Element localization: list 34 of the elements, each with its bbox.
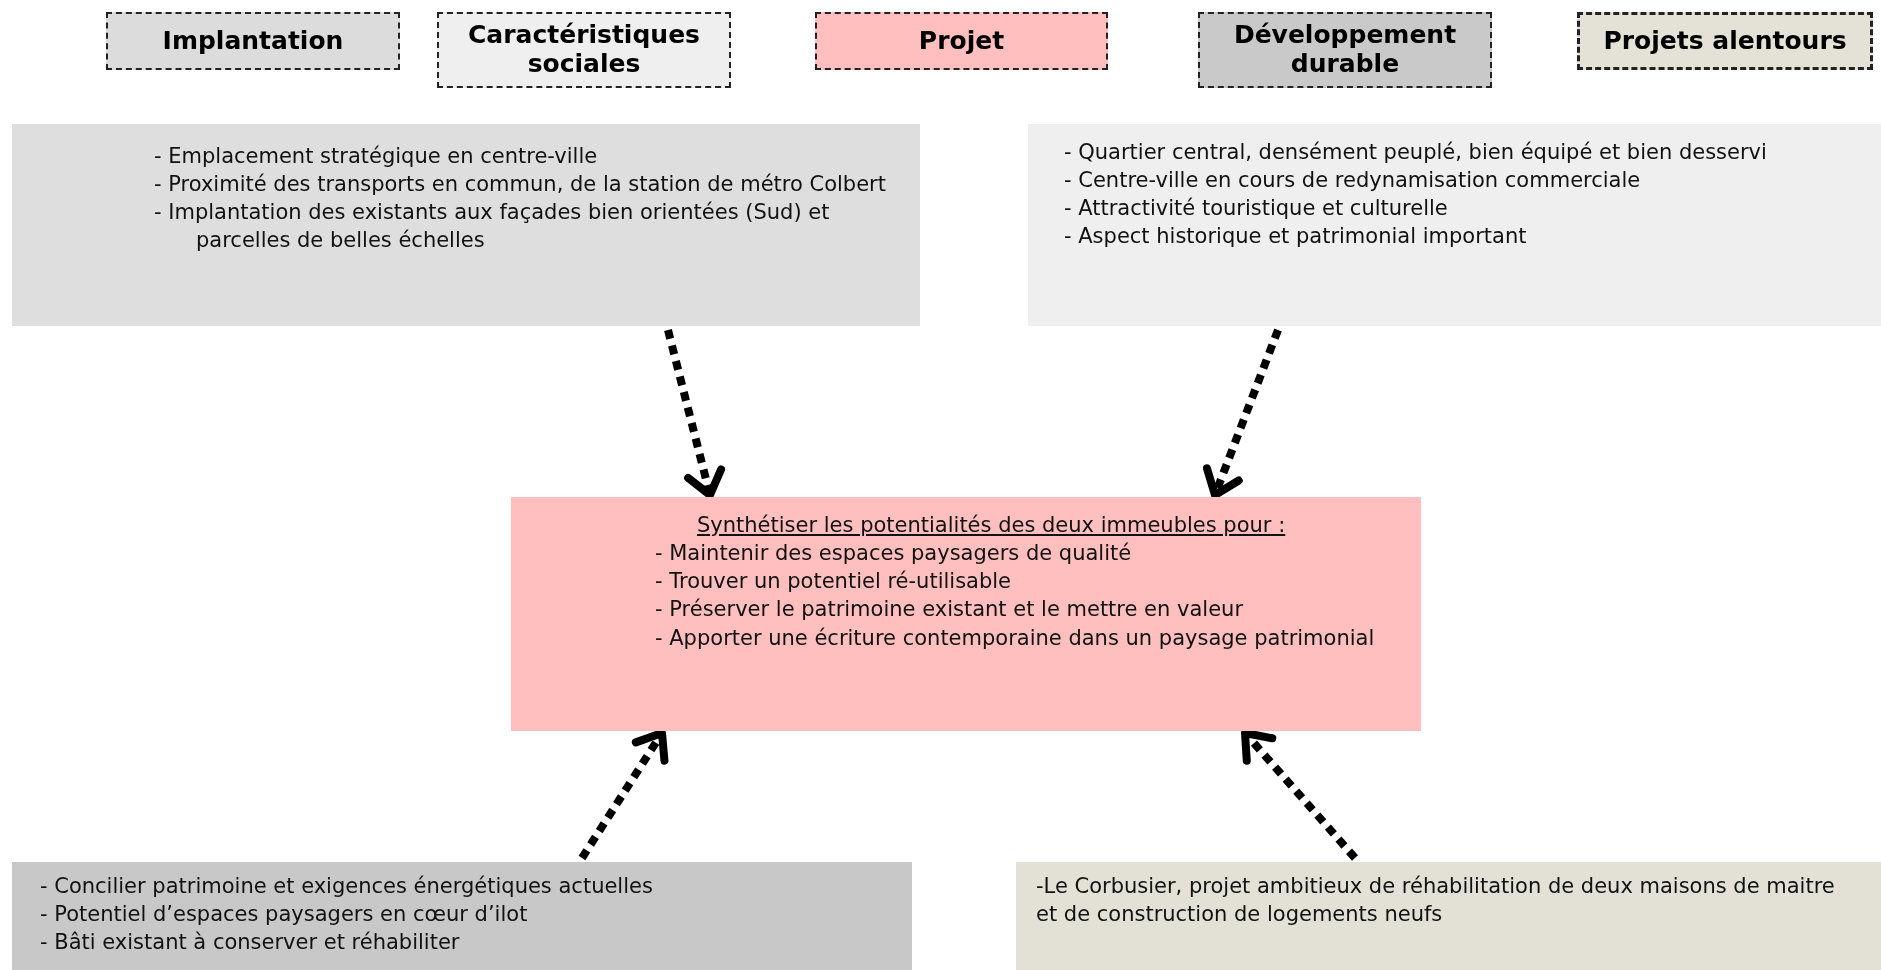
header-tab xyxy=(437,12,731,88)
list-item: - Apporter une écriture contemporaine dans un paysage patrimonial xyxy=(654,624,1376,652)
header-tab xyxy=(1198,12,1492,88)
list-item: - Implantation des existants aux façades bien orientées (Sud) et parcelles de belles échelles xyxy=(153,199,831,255)
text-panel xyxy=(511,497,1421,731)
list-item: - Potentiel d’espaces paysagers en cœur d’ilot xyxy=(40,901,529,929)
list-item: - Emplacement stratégique en centre-ville xyxy=(153,143,599,170)
list-item: - Préserver le patrimoine existant et le mettre en valeur xyxy=(654,596,1244,624)
header-label: Projets alentours xyxy=(1603,26,1847,56)
list-item: - Trouver un potentiel ré-utilisable xyxy=(654,568,1013,596)
header-tab xyxy=(1577,12,1873,70)
arrow xyxy=(578,729,669,861)
header-label: Projet xyxy=(918,26,1005,56)
list-item: - Bâti existant à conserver et réhabiliter xyxy=(40,929,461,957)
list-item: - Maintenir des espaces paysagers de qualité xyxy=(654,540,1133,568)
header-label: Implantation xyxy=(162,26,344,56)
text-panel xyxy=(12,862,912,970)
panel-heading: Synthétiser les potentialités des deux immeubles pour : xyxy=(696,512,1287,539)
list-item: - Aspect historique et patrimonial important xyxy=(1064,223,1528,251)
list-item: - Centre-ville en cours de redynamisation commerciale xyxy=(1064,167,1642,195)
list-item: - Concilier patrimoine et exigences énergétiques actuelles xyxy=(40,873,654,900)
list-item: - Attractivité touristique et culturelle xyxy=(1064,195,1449,223)
list-item: - Proximité des transports en commun, de la station de métro Colbert xyxy=(153,171,887,199)
header-tab xyxy=(106,12,400,70)
arrow xyxy=(1202,328,1282,499)
text-panel xyxy=(1016,862,1881,970)
arrow xyxy=(1241,729,1358,861)
list-item: - Quartier central, densément peuplé, bien équipé et bien desservi xyxy=(1064,139,1768,166)
list-item: -Le Corbusier, projet ambitieux de réhabilitation de deux maisons de maitre et de construction de logements neufs xyxy=(1036,873,1836,929)
header-label: Développement durable xyxy=(1232,21,1458,79)
arrow xyxy=(664,329,726,499)
header-label: Caractéristiques sociales xyxy=(467,21,701,79)
header-tab xyxy=(815,12,1108,70)
text-panel xyxy=(12,124,920,326)
